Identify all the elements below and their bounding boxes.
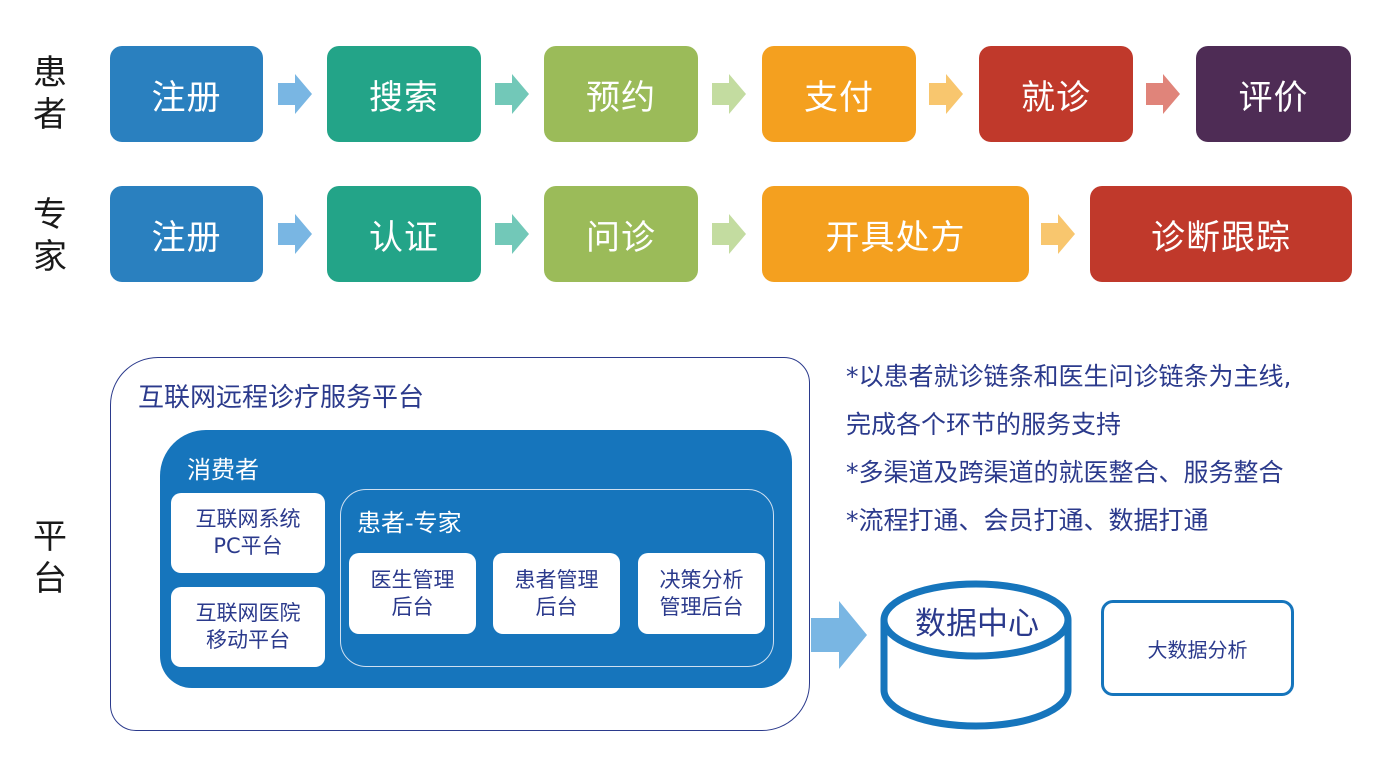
row-label-char: 患 bbox=[33, 53, 67, 93]
arrow-polygon bbox=[278, 214, 312, 254]
arrow-polygon bbox=[278, 74, 312, 114]
patient-step-register: 注册 bbox=[110, 46, 263, 142]
patient-step-visit: 就诊 bbox=[979, 46, 1133, 142]
row-label-char: 台 bbox=[33, 559, 67, 599]
step-label: 搜索 bbox=[369, 77, 439, 118]
arrow-shape bbox=[278, 74, 312, 114]
arrow-shape bbox=[1041, 214, 1075, 254]
expert-step-verify: 认证 bbox=[327, 186, 481, 282]
arrow-shape bbox=[712, 74, 746, 114]
arrow-right-icon bbox=[495, 214, 529, 254]
step-label: 注册 bbox=[151, 217, 222, 258]
big-data-label: 大数据分析 bbox=[1147, 637, 1248, 662]
card-line: 决策分析 bbox=[659, 567, 744, 592]
arrow-right-icon bbox=[1146, 74, 1180, 114]
consumer-card-mobile: 互联网医院 移动平台 bbox=[171, 587, 325, 667]
arrow-shape bbox=[495, 74, 529, 114]
step-label: 问诊 bbox=[586, 217, 656, 258]
note-line: *多渠道及跨渠道的就医整合、服务整合 bbox=[846, 458, 1284, 487]
data-center-label: 数据中心 bbox=[915, 606, 1039, 642]
arrow-right-icon bbox=[495, 74, 529, 114]
row-label-char: 专 bbox=[33, 195, 67, 235]
arrow-right-icon bbox=[712, 214, 746, 254]
step-label: 支付 bbox=[804, 77, 874, 118]
row-label-char: 者 bbox=[33, 95, 67, 135]
arrow-shape bbox=[929, 74, 963, 114]
card-line: 移动平台 bbox=[206, 628, 290, 652]
step-label: 诊断跟踪 bbox=[1151, 217, 1291, 258]
arrow-polygon bbox=[495, 74, 529, 114]
arrow-right-icon bbox=[278, 214, 312, 254]
big-data-box: 大数据分析 bbox=[1101, 600, 1294, 696]
arrow-polygon bbox=[1146, 74, 1180, 114]
card-line: 后台 bbox=[535, 594, 578, 619]
patient-expert-label: 患者-专家 bbox=[357, 509, 462, 537]
arrow-polygon bbox=[1041, 214, 1075, 254]
arrow-shape bbox=[712, 214, 746, 254]
card-line: 互联网医院 bbox=[195, 601, 301, 625]
platform-title: 互联网远程诊疗服务平台 bbox=[138, 383, 425, 413]
consumer-card-pc: 互联网系统 PC平台 bbox=[171, 493, 325, 573]
patient-step-search: 搜索 bbox=[327, 46, 481, 142]
backend-card-doctor: 医生管理 后台 bbox=[349, 553, 476, 634]
arrow-right-icon bbox=[929, 74, 963, 114]
database-icon bbox=[876, 572, 1076, 737]
step-label: 评价 bbox=[1238, 77, 1309, 118]
card-line: 患者管理 bbox=[514, 567, 599, 592]
card-line: 医生管理 bbox=[370, 567, 455, 592]
card-line: 管理后台 bbox=[659, 594, 744, 619]
step-label: 开具处方 bbox=[825, 217, 966, 258]
backend-card-patient: 患者管理 后台 bbox=[493, 553, 620, 634]
arrow-shape bbox=[278, 214, 312, 254]
arrow-right-icon bbox=[1041, 214, 1075, 254]
backend-card-decision: 决策分析 管理后台 bbox=[638, 553, 765, 634]
note-line: *以患者就诊链条和医生问诊链条为主线, bbox=[846, 362, 1292, 391]
row-label-expert: 专 家 bbox=[30, 194, 70, 278]
step-label: 认证 bbox=[369, 217, 439, 258]
flow-arrow-shape bbox=[811, 601, 867, 669]
expert-step-tracking: 诊断跟踪 bbox=[1090, 186, 1352, 282]
arrow-polygon bbox=[712, 74, 746, 114]
patient-step-appointment: 预约 bbox=[544, 46, 698, 142]
patient-step-payment: 支付 bbox=[762, 46, 916, 142]
step-label: 注册 bbox=[151, 77, 222, 118]
note-line: 完成各个环节的服务支持 bbox=[846, 410, 1122, 439]
arrow-polygon bbox=[712, 214, 746, 254]
arrow-right-icon bbox=[712, 74, 746, 114]
row-label-char: 平 bbox=[33, 517, 67, 557]
flow-arrow-icon bbox=[811, 601, 867, 669]
step-label: 预约 bbox=[586, 77, 656, 118]
arrow-shape bbox=[1146, 74, 1180, 114]
note-line: *流程打通、会员打通、数据打通 bbox=[846, 506, 1209, 535]
step-label: 就诊 bbox=[1021, 77, 1091, 118]
card-line: 互联网系统 bbox=[195, 507, 301, 531]
arrow-right-icon bbox=[278, 74, 312, 114]
expert-step-prescribe: 开具处方 bbox=[762, 186, 1029, 282]
consumer-label: 消费者 bbox=[187, 456, 259, 484]
patient-step-review: 评价 bbox=[1196, 46, 1351, 142]
row-label-patient: 患 者 bbox=[30, 52, 70, 136]
arrow-polygon bbox=[495, 214, 529, 254]
patient-expert-panel bbox=[340, 489, 774, 667]
card-line: PC平台 bbox=[213, 534, 283, 558]
expert-step-consult: 问诊 bbox=[544, 186, 698, 282]
row-label-platform: 平 台 bbox=[30, 516, 70, 600]
arrow-polygon bbox=[929, 74, 963, 114]
arrow-shape bbox=[495, 214, 529, 254]
expert-step-register: 注册 bbox=[110, 186, 263, 282]
platform-container bbox=[110, 357, 810, 731]
card-line: 后台 bbox=[391, 594, 434, 619]
row-label-char: 家 bbox=[33, 237, 67, 277]
